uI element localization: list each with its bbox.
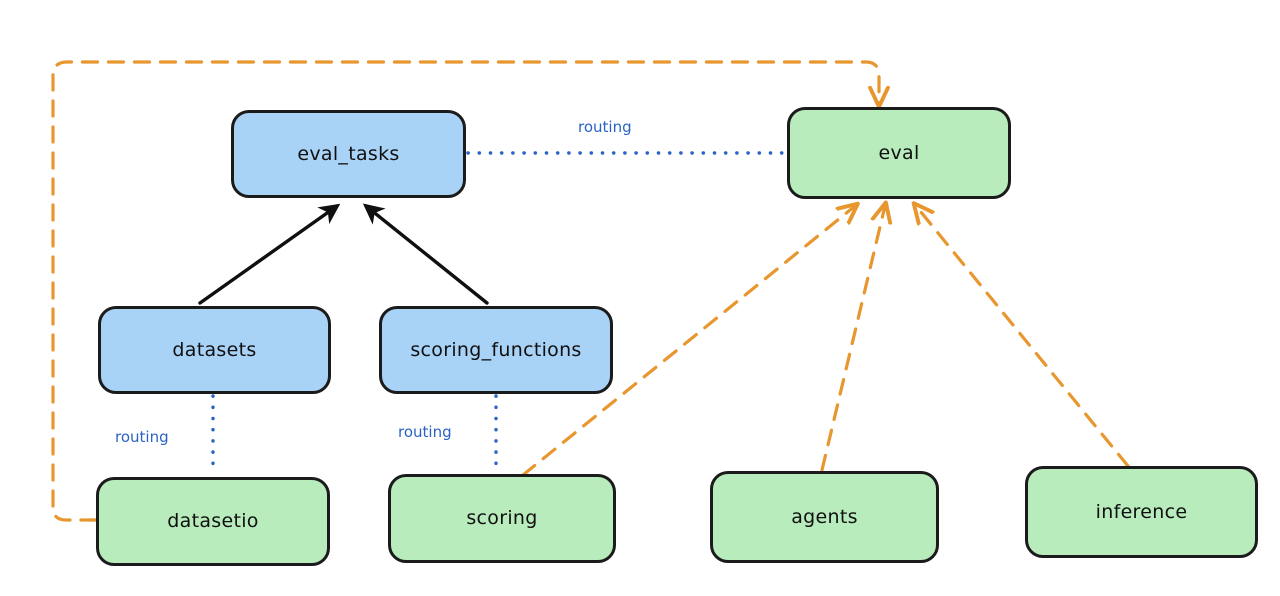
- node-agents-label: agents: [791, 505, 858, 528]
- node-datasetio[interactable]: datasetio: [96, 477, 330, 566]
- edge-scoring-functions-to-eval-tasks: [362, 203, 489, 305]
- edge-scoring-to-eval: [521, 206, 855, 477]
- edge-datasetio-to-eval: [51, 60, 879, 522]
- node-agents[interactable]: agents: [710, 471, 939, 563]
- node-eval-label: eval: [878, 141, 920, 164]
- node-datasetio-label: datasetio: [167, 510, 259, 532]
- node-scoring-functions-label: scoring_functions: [410, 338, 582, 361]
- node-datasets-label: datasets: [172, 338, 257, 361]
- node-inference[interactable]: inference: [1025, 466, 1258, 558]
- node-eval-tasks[interactable]: eval_tasks: [231, 110, 466, 198]
- edge-label-routing-datasets: routing: [115, 428, 169, 446]
- node-scoring[interactable]: scoring: [388, 474, 616, 563]
- node-datasets[interactable]: datasets: [98, 306, 331, 394]
- node-inference-label: inference: [1095, 500, 1188, 523]
- edge-label-routing-eval-tasks: routing: [578, 118, 632, 136]
- node-scoring-functions[interactable]: scoring_functions: [379, 306, 613, 394]
- edge-label-routing-scoring-functions: routing: [398, 423, 452, 441]
- edge-agents-to-eval: [820, 206, 885, 472]
- edge-inference-to-eval: [916, 206, 1130, 468]
- node-scoring-label: scoring: [466, 507, 538, 529]
- edge-datasets-to-eval-tasks: [198, 203, 341, 305]
- node-eval-tasks-label: eval_tasks: [297, 142, 400, 165]
- node-eval[interactable]: eval: [787, 107, 1011, 199]
